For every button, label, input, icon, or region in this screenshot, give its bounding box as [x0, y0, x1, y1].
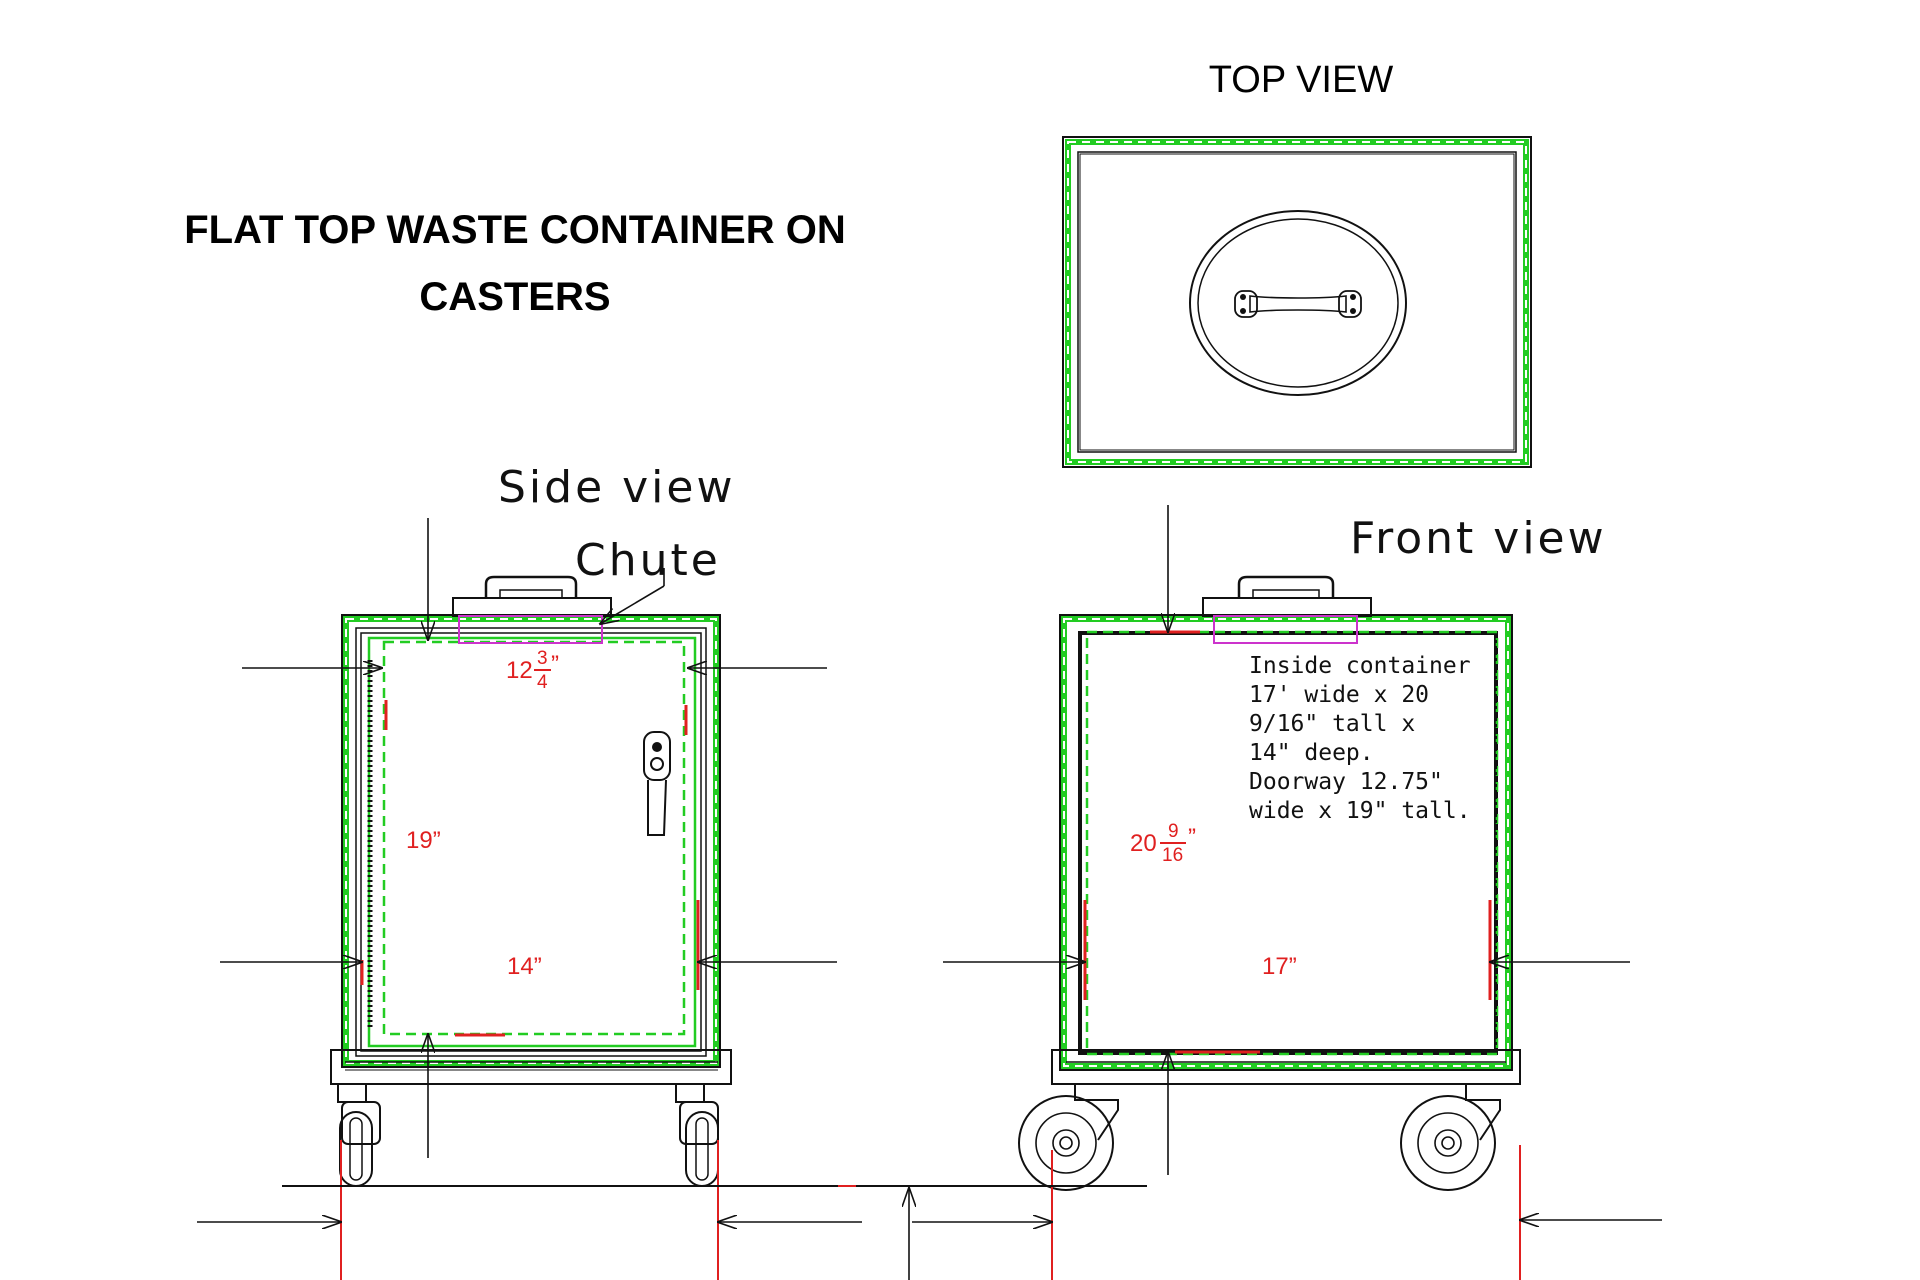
title-line-1: FLAT TOP WASTE CONTAINER ON — [184, 208, 845, 252]
side-top-width-dimension: 12 3 4 ” — [506, 648, 559, 693]
drawing-title: FLAT TOP WASTE CONTAINER ON CASTERS — [184, 208, 845, 319]
caster-right-icon — [675, 1083, 719, 1187]
caster-left-icon — [337, 1083, 381, 1187]
front-height-numerator: 9 — [1168, 821, 1179, 842]
side-view-label: Side view — [498, 462, 735, 513]
lid-handle-icon — [1234, 290, 1362, 318]
side-view: Side view Chute — [197, 462, 862, 1280]
chute-opening — [458, 615, 603, 644]
side-top-width-whole: 12 — [506, 657, 533, 684]
note-line-2: 17' wide x 20 — [1249, 682, 1429, 708]
side-top-width-unit: ” — [551, 651, 559, 678]
inside-container-note: Inside container 17' wide x 20 9/16" tal… — [1249, 653, 1471, 824]
title-line-2: CASTERS — [419, 275, 610, 319]
ground-line — [282, 1185, 1147, 1280]
note-line-1: Inside container — [1249, 653, 1471, 679]
front-height-unit: ” — [1188, 824, 1196, 851]
top-view: TOP VIEW — [1062, 59, 1532, 468]
front-view: Front view Inside container 17' wide x 2… — [912, 505, 1662, 1280]
front-width-dimension: 17” — [1262, 953, 1297, 980]
front-caster-right-icon — [1400, 1084, 1501, 1191]
front-view-label: Front view — [1350, 513, 1607, 564]
top-view-label: TOP VIEW — [1209, 59, 1394, 101]
side-depth-dimension: 14” — [507, 953, 542, 980]
side-top-width-numerator: 3 — [537, 648, 548, 669]
front-height-dimension: 20 9 16 ” — [1130, 821, 1196, 866]
note-line-4: 14" deep. — [1249, 740, 1374, 766]
latch-icon — [643, 731, 671, 836]
front-height-denominator: 16 — [1162, 845, 1183, 866]
front-caster-left-icon — [1018, 1084, 1119, 1191]
note-line-3: 9/16" tall x — [1249, 711, 1415, 737]
front-chute-opening — [1213, 615, 1358, 644]
side-height-dimension: 19” — [406, 827, 441, 854]
note-line-5: Doorway 12.75" — [1249, 769, 1443, 795]
side-top-width-denominator: 4 — [537, 672, 548, 693]
note-line-6: wide x 19" tall. — [1249, 798, 1471, 824]
front-height-whole: 20 — [1130, 830, 1157, 857]
chute-label: Chute — [575, 535, 721, 586]
lid-opening — [1189, 210, 1407, 396]
